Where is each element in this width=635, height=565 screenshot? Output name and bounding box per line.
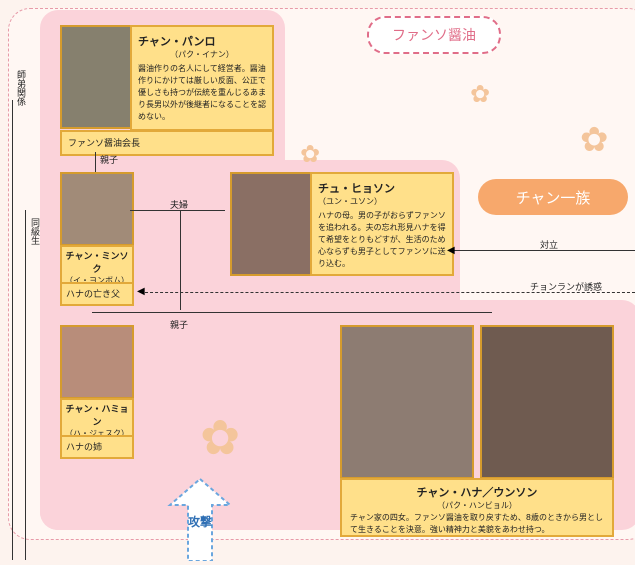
mentor-line <box>12 100 13 560</box>
fuufu-label: 夫婦 <box>170 201 189 211</box>
flower-icon: ✿ <box>300 140 321 168</box>
card-minsoku: チャン・ミンソク （イ・ヨンボム） <box>60 245 134 285</box>
attack-arrow: 攻撃 <box>160 475 240 562</box>
name-panro: チャン・パンロ <box>138 35 216 48</box>
fanso-badge: ファンソ醤油 <box>367 16 501 54</box>
yuukai-label: チョンランが誘惑 <box>530 283 603 293</box>
card-hamion: チャン・ハミョン （ハ・ジェスク） <box>60 398 134 438</box>
actor-panro: （パク・イナン） <box>170 50 234 59</box>
yuukai-line <box>140 292 635 293</box>
desc-hyoson: ハナの母。男の子がおらずファンソを追われる。夫の忘れ形見ハナを得て希望をとりもど… <box>318 211 446 268</box>
flower-icon: ✿ <box>580 120 609 160</box>
card-panro: チャン・パンロ （パク・イナン） 醤油作りの名人にして経営者。醤油作りにかけては… <box>130 25 274 131</box>
actor-hyoson: （ユン・ユソン） <box>318 197 382 206</box>
photo-minsoku <box>60 172 134 246</box>
card-hana: チャン・ハナ／ウンソン （パク・ハンビョル） チャン家の四女。ファンソ醤油を取り… <box>340 478 614 537</box>
tairitsu-line <box>450 250 635 251</box>
actor-hana: （パク・ハンビョル） <box>437 501 517 510</box>
flower-icon: ✿ <box>470 80 491 108</box>
oyako1-label: 親子 <box>100 156 119 166</box>
actor-hamion: （ハ・ジェスク） <box>65 429 129 438</box>
name-hana: チャン・ハナ／ウンソン <box>416 486 538 499</box>
arrow-left-icon: ◀ <box>137 286 145 297</box>
role-hamion: ハナの姉 <box>60 435 134 459</box>
role-minsoku: ハナの亡き父 <box>60 282 134 306</box>
desc-panro: 醤油作りの名人にして経営者。醤油作りにかけては厳しい反面、公正で優しさも持つが伝… <box>138 64 266 121</box>
desc-hana: チャン家の四女。ファンソ醤油を取り戻すため、8歳のときから男として生きることを決… <box>350 513 604 534</box>
photo-hyoson <box>230 172 314 276</box>
photo-panro <box>60 25 134 129</box>
oyako2-label: 親子 <box>170 321 189 331</box>
name-hamion: チャン・ハミョン <box>65 405 129 428</box>
children-line <box>92 312 492 313</box>
photo-hana-1 <box>340 325 474 479</box>
classmate-label: 同級生 <box>29 218 39 245</box>
attack-label: 攻撃 <box>188 515 213 529</box>
classmate-line <box>25 210 26 560</box>
name-minsoku: チャン・ミンソク <box>65 252 129 275</box>
arrow-left-icon: ◀ <box>447 245 455 256</box>
name-hyoson: チュ・ヒョソン <box>318 182 395 195</box>
role-panro: ファンソ醤油会長 <box>60 130 274 156</box>
mentor-label: 師弟関係 <box>15 70 25 106</box>
photo-hamion <box>60 325 134 399</box>
actor-minsoku: （イ・ヨンボム） <box>65 276 129 285</box>
clan-badge: チャン一族 <box>478 179 628 215</box>
oyako1-line <box>95 152 96 172</box>
card-hyoson: チュ・ヒョソン （ユン・ユソン） ハナの母。男の子がおらずファンソを追われる。夫… <box>310 172 454 276</box>
tairitsu-label: 対立 <box>540 241 559 251</box>
photo-hana-2 <box>480 325 614 479</box>
oyako2-line <box>180 210 181 310</box>
flower-icon: ✿ <box>200 410 241 466</box>
fuufu-line <box>130 210 225 211</box>
